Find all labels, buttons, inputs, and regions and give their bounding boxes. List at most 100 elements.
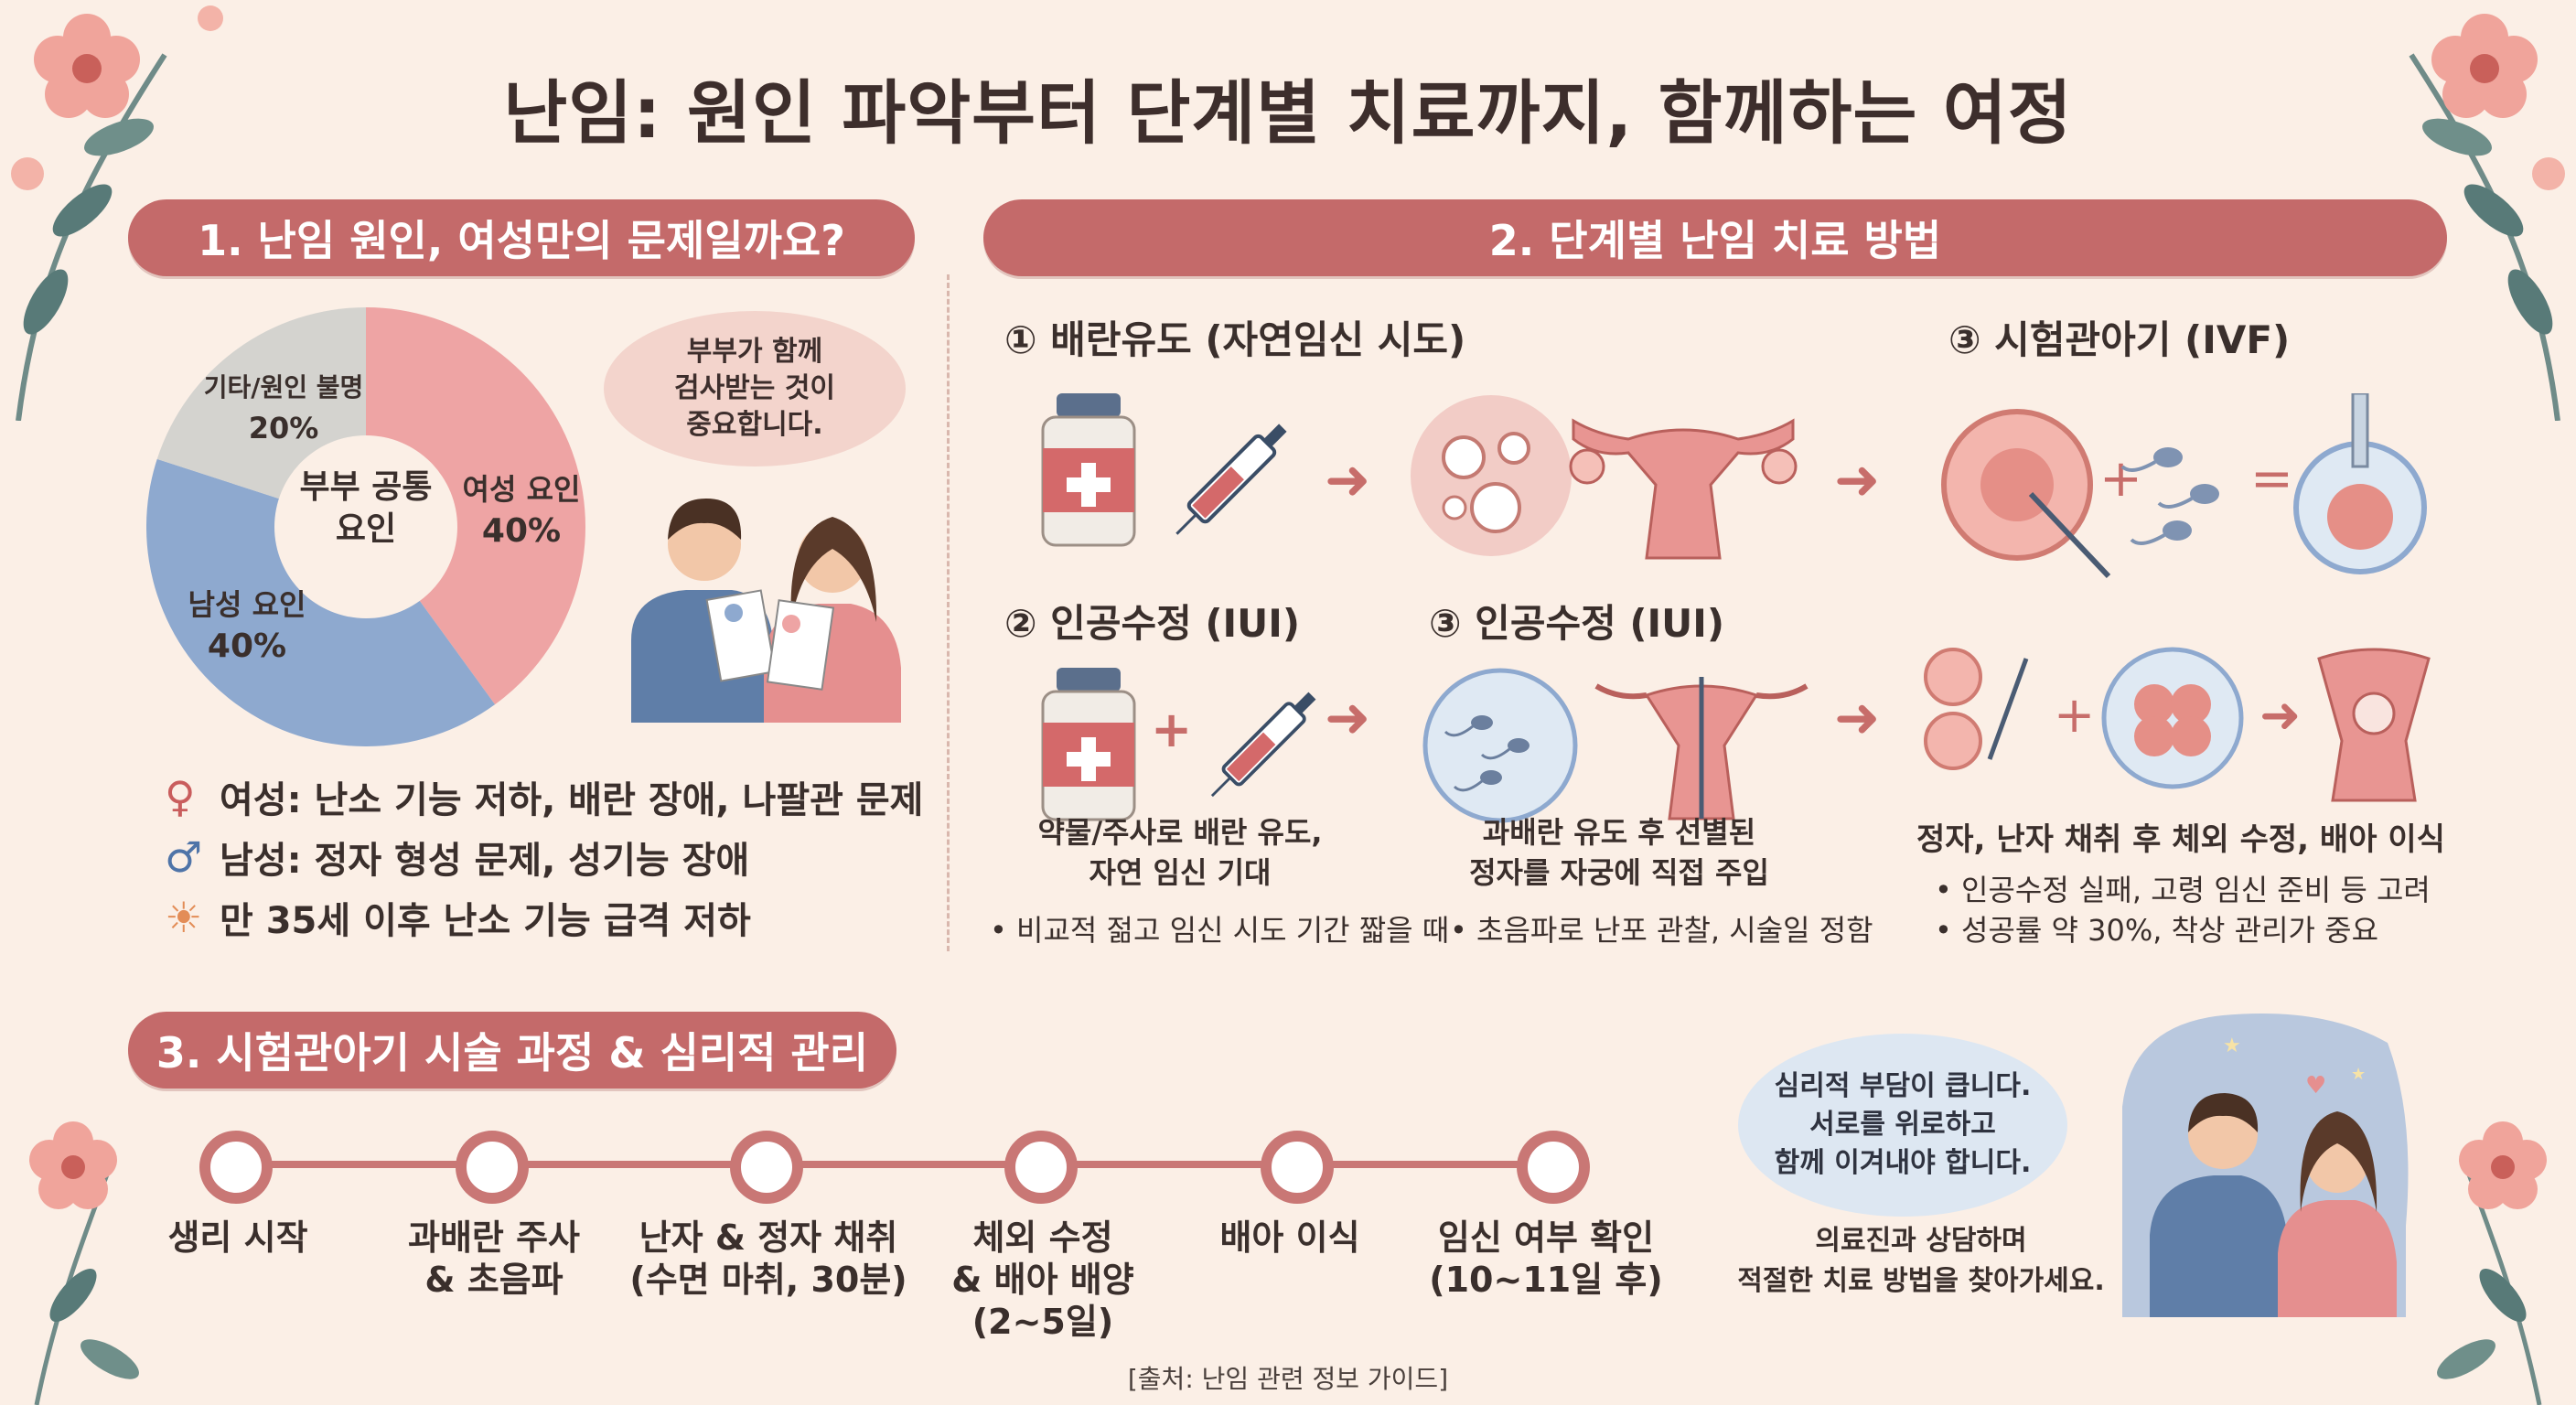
timeline-step-1-l1: 생리 시작 <box>167 1217 308 1258</box>
pie-label-other-value: 20% <box>248 411 319 445</box>
step1-title: ① 배란유도 (자연임신 시도) <box>1004 317 1466 362</box>
timeline-step-3: 난자 & 정자 채취 (수면 마취, 30분) <box>622 1217 915 1301</box>
pie-label-female-name: 여성 요인 <box>462 472 581 507</box>
pie-slice-female <box>366 307 585 705</box>
pie-label-other-name: 기타/원인 불명 <box>203 372 364 402</box>
svg-text:♥: ♥ <box>2305 1072 2326 1099</box>
step3-iui-bullet: • 초음파로 난포 관찰, 시술일 정함 <box>1450 913 1873 948</box>
legend-male-text: 남성: 정자 형성 문제, 성기능 장애 <box>220 840 750 882</box>
section3-header: 3. 시험관아기 시술 과정 & 심리적 관리 <box>128 1012 896 1089</box>
bubble-line3: 중요합니다. <box>686 409 823 441</box>
timeline-step-6-l2: (10~11일 후) <box>1429 1260 1663 1300</box>
timeline-node <box>730 1131 803 1204</box>
timeline-step-4-l3: (2~5일) <box>971 1302 1114 1342</box>
timeline-node <box>199 1131 273 1204</box>
legend-item-male: ♂ 남성: 정자 형성 문제, 성기능 장애 <box>165 827 923 887</box>
sun-icon: ☀ <box>165 893 203 942</box>
female-symbol-icon: ♀ <box>165 772 196 821</box>
timeline-step-2-l2: & 초음파 <box>424 1260 564 1300</box>
svg-text:➜: ➜ <box>2259 686 2301 744</box>
ivf-bullet2: • 성공률 약 30%, 착상 관리가 중요 <box>1935 913 2379 948</box>
couple-reviewing-report-illustration <box>631 499 901 723</box>
pie-center-label: 부부 공통 요인 <box>274 467 457 551</box>
pie-label-other: 기타/원인 불명 20% <box>174 368 393 448</box>
page-title: 난임: 원인 파악부터 단계별 치료까지, 함께하는 여정 <box>503 72 2073 154</box>
legend-female-text: 여성: 난소 기능 저하, 배란 장애, 나팔관 문제 <box>220 779 924 821</box>
support-bubble-line3: 함께 이겨내야 합니다. <box>1774 1147 2032 1179</box>
section-divider <box>947 274 950 951</box>
floral-decoration-bottom-left <box>29 1121 139 1405</box>
step2-bullet: • 비교적 젊고 임신 시도 기간 짧을 때 <box>990 913 1450 948</box>
support-bubble-line2: 서로를 위로하고 <box>1809 1109 1996 1141</box>
timeline-step-4-l2: & 배아 배양 <box>951 1260 1134 1300</box>
advice-line1: 의료진과 상담하며 <box>1815 1225 2027 1257</box>
syringe-icon <box>1175 424 1287 535</box>
step2-description: 약물/주사로 배란 유도, 자연 임신 기대 <box>988 812 1372 893</box>
source-citation: [출처: 난임 관련 정보 가이드] <box>1127 1364 1449 1394</box>
pie-label-male: 남성 요인 40% <box>165 584 329 668</box>
timeline-node <box>1261 1131 1334 1204</box>
legend-item-age: ☀ 만 35세 이후 난소 기능 급격 저하 <box>165 887 923 948</box>
step3-iui-description: 과배란 유도 후 선별된 정자를 자궁에 직접 주입 <box>1427 812 1811 893</box>
pie-center-line2: 요인 <box>335 510 397 548</box>
step2-desc-line1: 약물/주사로 배란 유도, <box>1037 815 1323 850</box>
advice-line2: 적절한 치료 방법을 찾아가세요. <box>1737 1265 2105 1297</box>
timeline-step-1: 생리 시작 <box>128 1217 348 1259</box>
timeline-node <box>1004 1131 1078 1204</box>
floral-decoration-bottom-right <box>2437 1121 2547 1405</box>
male-symbol-icon: ♂ <box>165 832 203 882</box>
psychological-support-bubble: 심리적 부담이 큽니다. 서로를 위로하고 함께 이겨내야 합니다. <box>1738 1034 2067 1217</box>
pie-center-hole <box>274 435 457 618</box>
pie-center-line1: 부부 공통 <box>299 468 433 506</box>
svg-text:★: ★ <box>2223 1035 2241 1057</box>
section1-header: 1. 난임 원인, 여성만의 문제일까요? <box>128 199 915 276</box>
svg-text:+: + <box>2054 686 2095 744</box>
timeline-step-3-l2: (수면 마취, 30분) <box>629 1260 907 1300</box>
step2-title: ② 인공수정 (IUI) <box>1004 601 1301 646</box>
ivf-process-icon: + ➜ <box>1924 647 2431 802</box>
plus-sign-1: + <box>1151 701 1193 758</box>
svg-text:★: ★ <box>2351 1065 2366 1084</box>
ivf-title: ③ 시험관아기 (IVF) <box>1948 317 2291 362</box>
section2-header: 2. 단계별 난임 치료 방법 <box>983 199 2447 276</box>
timeline-line <box>234 1161 1561 1168</box>
timeline-step-3-l1: 난자 & 정자 채취 <box>639 1217 898 1258</box>
syringe-icon-2 <box>1210 692 1316 798</box>
timeline-node <box>456 1131 529 1204</box>
arrow-icon-2: ➜ <box>1834 448 1881 512</box>
step3-iui-desc-line2: 정자를 자궁에 직접 주입 <box>1469 855 1769 890</box>
legend-item-female: ♀ 여성: 난소 기능 저하, 배란 장애, 나팔관 문제 <box>165 767 923 827</box>
bubble-line2: 검사받는 것이 <box>673 372 836 404</box>
floral-decoration-top-right <box>2409 14 2565 421</box>
couple-test-bubble: 부부가 함께 검사받는 것이 중요합니다. <box>604 311 906 467</box>
consultation-advice: 의료진과 상담하며 적절한 치료 방법을 찾아가세요. <box>1701 1221 2141 1302</box>
timeline-step-5: 배아 이식 <box>1180 1217 1400 1259</box>
arrow-icon-3: ➜ <box>1325 686 1371 750</box>
svg-text:=: = <box>2250 449 2293 509</box>
pie-label-female: 여성 요인 40% <box>439 468 604 552</box>
step3-iui-desc-line1: 과배란 유도 후 선별된 <box>1482 815 1756 850</box>
medicine-bottle-pill-icon <box>1041 668 1136 821</box>
timeline-step-5-l1: 배아 이식 <box>1219 1217 1360 1258</box>
support-bubble-line1: 심리적 부담이 큽니다. <box>1774 1070 2032 1102</box>
svg-text:+: + <box>2099 449 2142 509</box>
timeline-step-4: 체외 수정 & 배아 배양 (2~5일) <box>915 1217 1171 1343</box>
cause-pie-chart <box>146 307 585 746</box>
follicles-ovary-icon <box>1411 395 1798 560</box>
medicine-bottle-icon <box>1041 393 1136 547</box>
sperm-into-uterus-icon <box>1422 668 1809 823</box>
ivf-egg-sperm-equals-embryo-icon: + = <box>1941 393 2427 579</box>
timeline-step-4-l1: 체외 수정 <box>972 1217 1113 1258</box>
bubble-line1: 부부가 함께 <box>686 336 823 368</box>
arrow-icon: ➜ <box>1325 448 1371 512</box>
ivf-description: 정자, 난자 채취 후 체외 수정, 배아 이식 <box>1916 821 2445 858</box>
timeline-node <box>1517 1131 1590 1204</box>
pie-label-female-value: 40% <box>481 512 562 550</box>
couple-holding-hands-illustration: ★ ★ ♥ <box>2122 1014 2409 1317</box>
timeline-step-2: 과배란 주사 & 초음파 <box>366 1217 622 1301</box>
legend-age-text: 만 35세 이후 난소 기능 급격 저하 <box>220 900 751 942</box>
ivf-bullet1: • 인공수정 실패, 고령 임신 준비 등 고려 <box>1935 873 2431 907</box>
floral-decoration-top-left <box>11 5 223 421</box>
pie-label-male-name: 남성 요인 <box>188 587 306 622</box>
arrow-icon-4: ➜ <box>1834 686 1881 750</box>
